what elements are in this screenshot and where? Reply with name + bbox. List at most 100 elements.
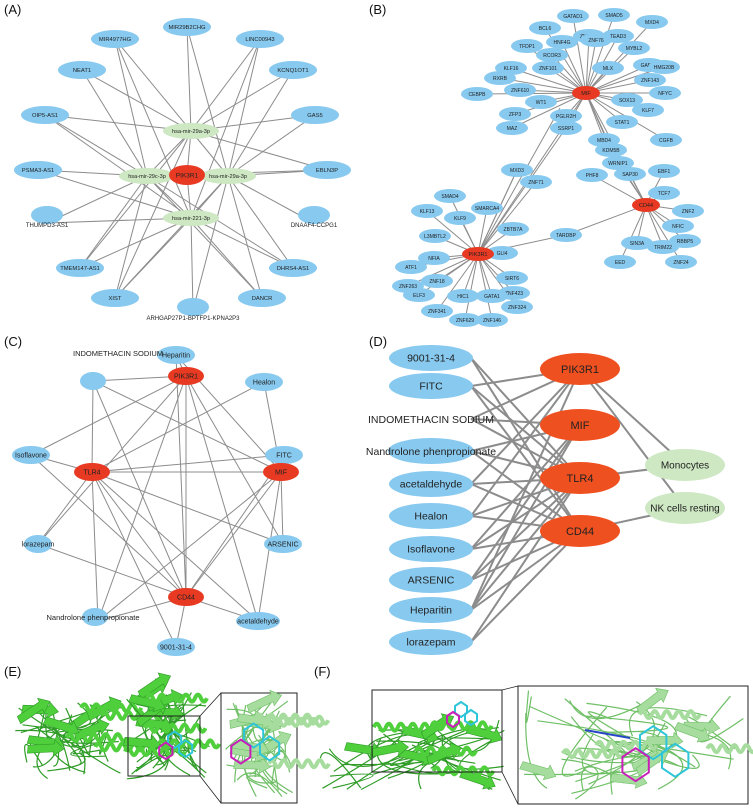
tf-node-label: ZNF143 [641,78,659,84]
edge-c [37,543,187,598]
edge-d [470,477,581,581]
hub-node: CD44 [168,588,204,606]
edge-b [477,181,537,255]
tf-node-label: ZNF71 [528,180,544,186]
edge-a [192,175,229,311]
tf-node: SOX13 [611,93,643,107]
tf-node: SIN3A [621,236,653,250]
tf-node: ZNF341 [421,304,453,318]
lncrna-node-label: DANCR [252,296,273,302]
tf-node: TFDP1 [511,39,543,53]
protein-coil [22,702,92,730]
edge-b [464,253,479,321]
edge-a [44,114,148,177]
edge-a [190,217,263,299]
protein-coil [18,707,121,774]
tf-node-label: KLF7 [642,108,654,114]
tf-node-label: L3MBTL2 [424,234,446,240]
protein-helix [64,732,129,744]
protein-coil [24,743,43,766]
tf-node: ZNF101 [532,61,564,75]
tf-node: SMAD4 [434,189,466,203]
edge-d [470,424,581,581]
protein-helix [705,743,753,755]
lncrna-node-label: XIST [109,296,122,302]
hub-node: TLR4 [74,463,110,481]
drug-node: lorazepam [22,535,55,553]
edge-d [470,530,581,643]
protein-helix [594,739,659,751]
protein-coil [574,756,679,772]
protein-coil [36,728,61,779]
drug-node [388,438,474,464]
tf-node-label: NFIA [428,256,440,262]
tf-node: EBF1 [648,164,680,178]
protein-coil [31,705,82,765]
edge-a [114,38,192,132]
drug-node-label: FITC [276,452,292,459]
tf-node: WT1 [525,95,557,109]
protein-coil [537,720,684,790]
edge-d [470,477,581,611]
drug-label: INDOMETHACIN SODIUM [73,349,163,358]
edge-b [436,253,479,312]
ligand [621,746,650,783]
lncrna-node: XIST [91,289,139,307]
ligand [158,741,174,761]
drug-node: FITC [389,373,473,399]
tf-node-label: MAZ [507,126,518,132]
tf-node-label: SOX13 [619,98,635,104]
edge-c [97,471,282,622]
mirna-node-label: hsa-mir-29a-3p [209,174,247,180]
tf-node: MLX [592,61,624,75]
hub-node-pik3r1-label: PIK3R1 [176,172,199,179]
panel-label-c: (C) [4,334,22,349]
edge-b [477,253,515,294]
protein-coil [170,712,184,725]
tf-node-label: NFIC [672,224,684,230]
edge-b [477,207,488,255]
drug-node: acetaldehyde [236,612,280,630]
drug-node-label: acetaldehyde [400,479,463,491]
protein-sheet [635,749,669,776]
lncrna-node-label: EBLN3P [316,168,338,174]
edge-c [97,375,187,622]
drug-label: INDOMETHACIN SODIUM [368,414,494,426]
lncrna-node-label: DHRS4-AS1 [277,266,310,272]
tf-node-label: HMG20B [654,65,675,71]
protein-coil [135,755,170,773]
cell-node: NK cells resting [645,492,725,524]
edge-c [91,380,94,473]
tf-node-label: KLF16 [504,66,519,72]
tf-node: RCOR3 [536,48,568,62]
edge-a [227,175,294,269]
panel-label-d: (D) [369,334,387,349]
tf-node-label: TRIM22 [654,245,672,251]
protein-helix [266,714,331,726]
gene-node: TLR4 [540,462,620,494]
tf-node: BCL6 [529,21,561,35]
ligand [230,738,252,765]
protein-coil [525,712,548,789]
edge-c [185,454,285,598]
protein-sheet [27,739,65,757]
drug-node: Isoflavone [389,536,473,562]
edge-a [114,217,192,299]
drug-node-label: ARSENIC [267,541,298,548]
tf-node-label: PGLR2H [556,114,576,120]
edge-c [92,380,187,598]
tf-node: KDM5B [595,143,627,157]
tf-node-label: MLX [603,66,614,72]
tf-node: PGLR2H [550,109,582,123]
protein-coil [376,740,444,769]
tf-node-label: KLF13 [420,209,435,215]
tf-node-label: ZNF76 [588,38,604,44]
edge-a [186,26,229,177]
zoom-connector [501,685,519,691]
cell-node: Monocytes [645,449,725,481]
protein-coil [366,732,405,759]
edge-d [470,357,581,479]
lncrna-node: PSMA3-AS1 [14,161,62,179]
zoom-connector [199,692,222,717]
tf-node-label: TARDBP [556,233,577,239]
